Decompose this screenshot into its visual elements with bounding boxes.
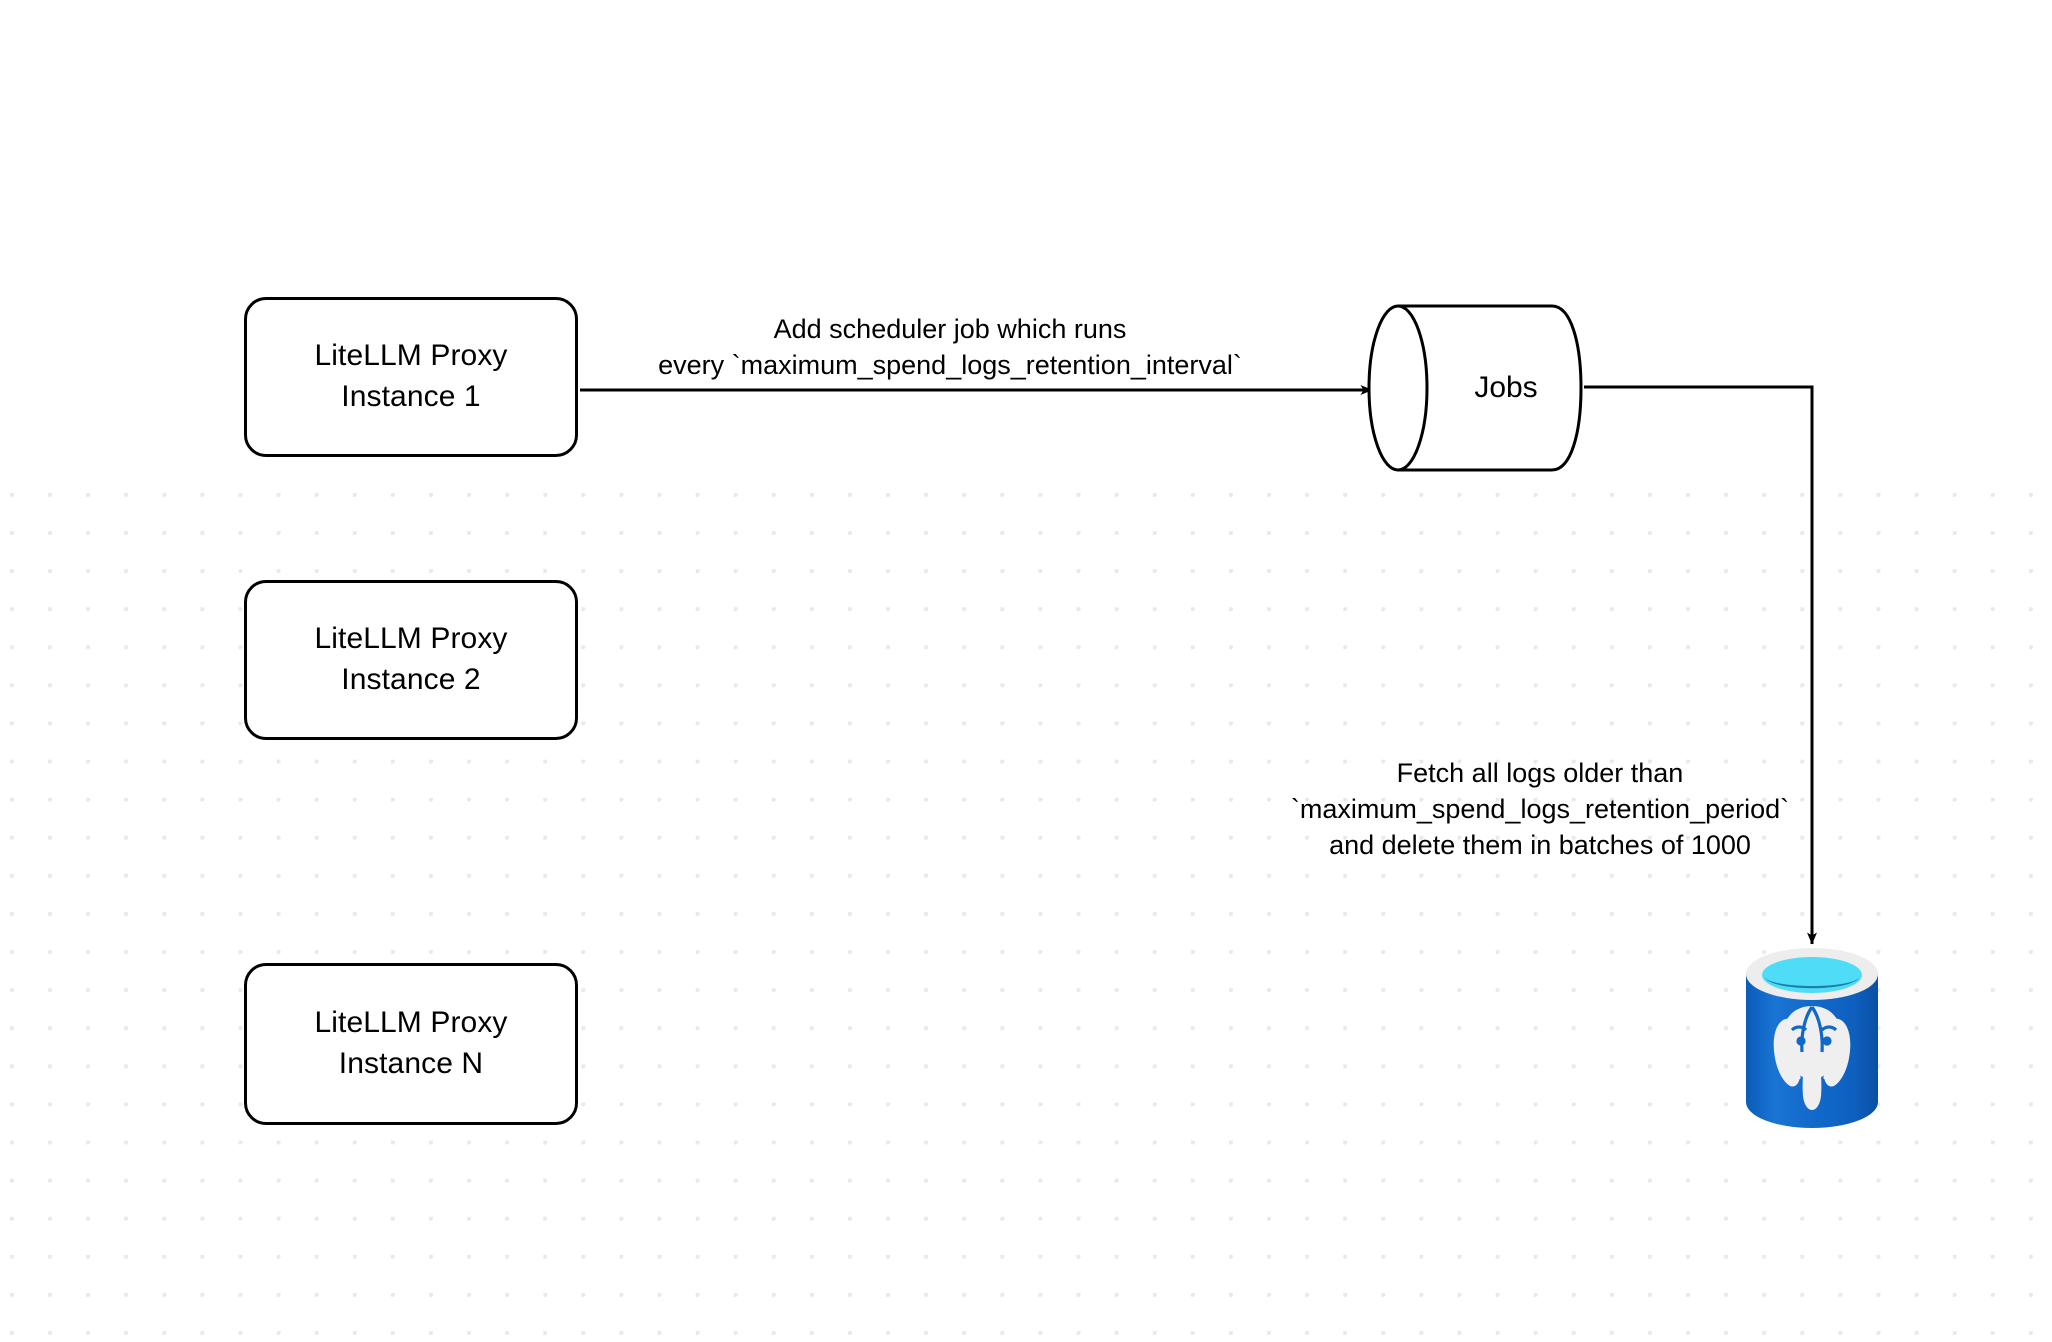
node-label-line1: LiteLLM Proxy — [314, 1006, 508, 1040]
database-top-shadow-2 — [1764, 977, 1860, 989]
node-label-line2: Instance 2 — [341, 663, 481, 696]
node-litellm-proxy-instance-n[interactable]: LiteLLM Proxy Instance N — [244, 963, 578, 1125]
jobs-cylinder-body — [1398, 304, 1583, 472]
elephant-detail-strokes — [1790, 1006, 1838, 1053]
edge-label-scheduler-line2: every `maximum_spend_logs_retention_inte… — [658, 349, 1242, 380]
node-label-line1: LiteLLM Proxy — [314, 622, 508, 656]
edge-label-fetch-line3: and delete them in batches of 1000 — [1329, 829, 1751, 860]
edge-label-fetch: Fetch all logs older than `maximum_spend… — [1255, 756, 1825, 864]
jobs-cylinder-cap — [1367, 304, 1429, 472]
node-label-line2: Instance 1 — [341, 380, 481, 413]
database-top-opening — [1762, 957, 1862, 993]
node-jobs-label: Jobs — [1474, 371, 1538, 404]
node-postgresql-database[interactable] — [1742, 944, 1882, 1130]
edge-label-scheduler: Add scheduler job which runs every `maxi… — [620, 312, 1280, 384]
edge-label-scheduler-line1: Add scheduler job which runs — [620, 312, 1280, 348]
node-label-line1: LiteLLM Proxy — [314, 339, 508, 373]
node-litellm-proxy-instance-1[interactable]: LiteLLM Proxy Instance 1 — [244, 297, 578, 457]
edge-label-scheduler-line1-rest: job which runs — [946, 314, 1127, 344]
edge-label-fetch-line2: `maximum_spend_logs_retention_period` — [1290, 793, 1790, 824]
edge-label-fetch-line1-wrap: Fetch all logs older than — [1255, 756, 1825, 792]
postgresql-elephant-icon — [1773, 1006, 1851, 1110]
node-litellm-proxy-instance-2[interactable]: LiteLLM Proxy Instance 2 — [244, 580, 578, 740]
edge-label-fetch-highlight: Fetch all logs older than — [1396, 758, 1684, 788]
edge-label-scheduler-highlight: Add scheduler — [773, 314, 947, 344]
node-jobs-cylinder[interactable]: Jobs — [1366, 303, 1584, 473]
node-label-line2: Instance N — [338, 1047, 484, 1080]
edge-jobs-to-database — [1584, 385, 1817, 945]
